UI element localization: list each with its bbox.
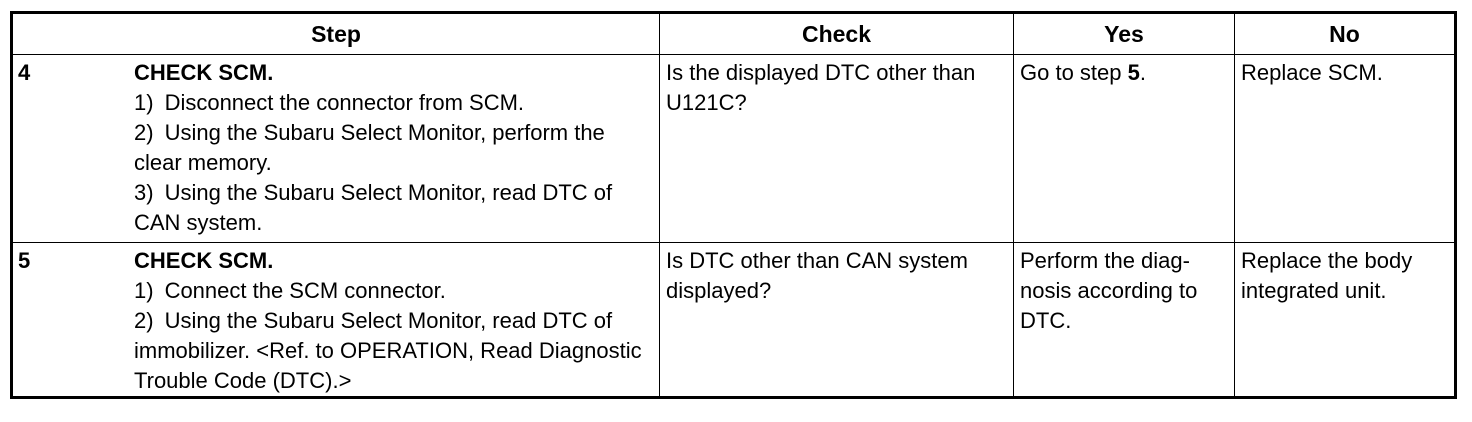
procedure-item-text: Disconnect the connector from SCM. [164, 90, 525, 115]
yes-suffix: . [1139, 60, 1146, 85]
table-row: 4 CHECK SCM. 1) Disconnect the connector … [11, 54, 1456, 243]
procedure-item-number: 1) [134, 278, 154, 303]
procedure-item: 2)Using the Subaru Select Monitor, read … [134, 306, 651, 396]
yes-step-link: 5 [1127, 60, 1140, 85]
check-cell: Is DTC other than CAN system displayed? [659, 242, 1014, 398]
header-no: No [1234, 12, 1456, 55]
procedure-item: 3)Using the Subaru Select Monitor, read … [134, 178, 651, 238]
procedure-item-text: Connect the SCM connector. [164, 278, 446, 303]
procedure-item: 1) Disconnect the connector from SCM. [134, 88, 651, 118]
procedure-item-text: Using the Subaru Select Monitor, read DT… [134, 180, 613, 235]
diagnostic-table: Step Check Yes No 4 CHECK SCM. 1) Disconn… [10, 11, 1457, 399]
no-cell: Replace SCM. [1234, 54, 1456, 243]
procedure-item-text: Using the Subaru Select Monitor, read DT… [134, 308, 642, 393]
no-cell: Replace the body integrated unit. [1234, 242, 1456, 398]
step-number: 4 [18, 60, 31, 85]
step-title: CHECK SCM. [134, 248, 274, 273]
procedure-item-text: Using the Subaru Select Monitor, perform… [134, 120, 605, 175]
step-title: CHECK SCM. [134, 60, 274, 85]
step-number: 5 [18, 248, 31, 273]
table-row: 5 CHECK SCM. 1) Connect the SCM connector… [11, 242, 1456, 398]
header-step: Step [11, 12, 660, 55]
yes-cell: Go to step 5. [1013, 54, 1235, 243]
yes-cell: Perform the diag-nosis according to DTC. [1013, 242, 1235, 398]
procedure-item-number: 3) [134, 180, 154, 205]
procedure-item-number: 2) [134, 120, 154, 145]
procedure-item: 1) Connect the SCM connector. [134, 276, 651, 306]
procedure-item-number: 2) [134, 308, 154, 333]
step-cell: 5 CHECK SCM. 1) Connect the SCM connector… [11, 242, 660, 398]
yes-text: Go to step [1020, 60, 1128, 85]
header-yes: Yes [1013, 12, 1235, 55]
header-row: Step Check Yes No [11, 12, 1456, 55]
procedure-item-number: 1) [134, 90, 154, 115]
check-cell: Is the displayed DTC other than U121C? [659, 54, 1014, 243]
header-check: Check [659, 12, 1014, 55]
step-cell: 4 CHECK SCM. 1) Disconnect the connector … [11, 54, 660, 243]
procedure-item: 2)Using the Subaru Select Monitor, perfo… [134, 118, 651, 178]
